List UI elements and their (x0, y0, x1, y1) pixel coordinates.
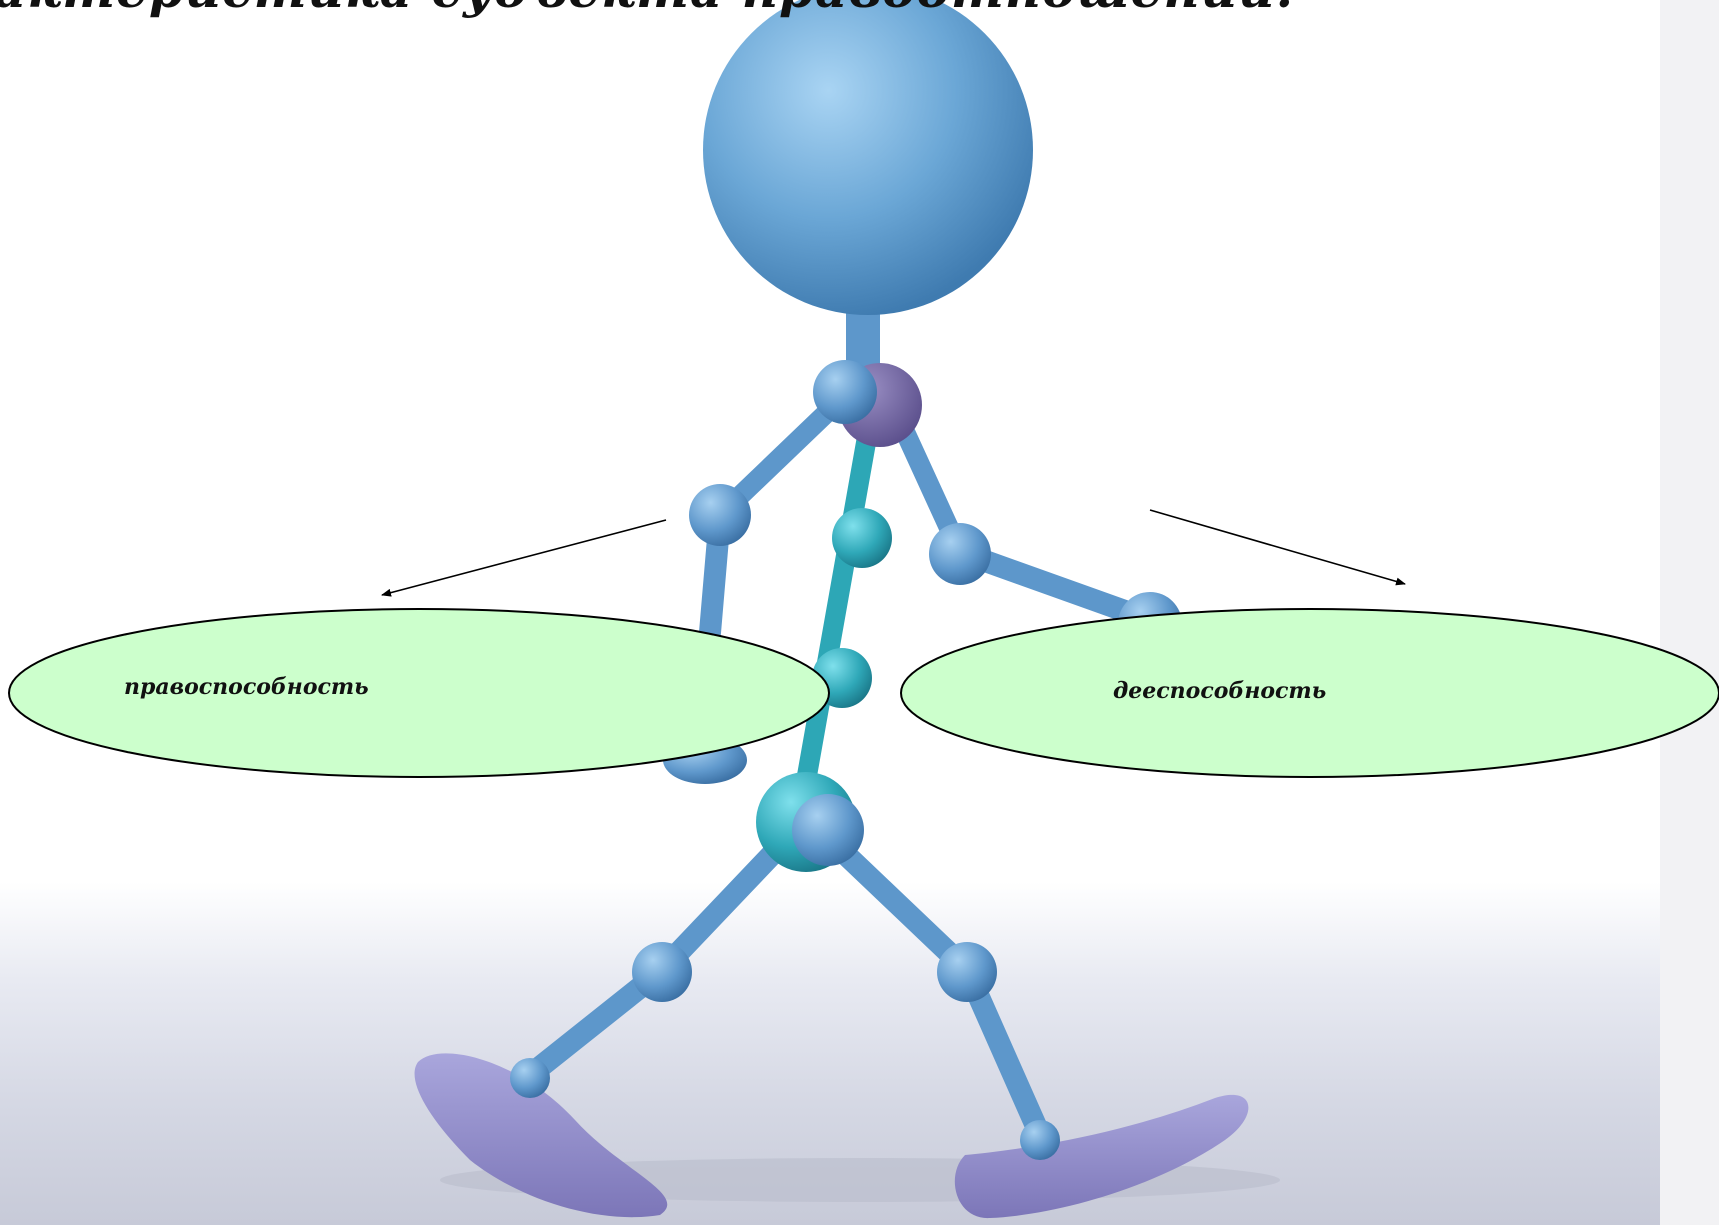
legal-capacity-label: правоспособность (124, 674, 369, 700)
slide-title: актеристика субъекта правоотношений. (0, 0, 1394, 19)
right-edge-shade (1660, 0, 1719, 1225)
active-capacity-label: дееспособность (1113, 678, 1326, 704)
